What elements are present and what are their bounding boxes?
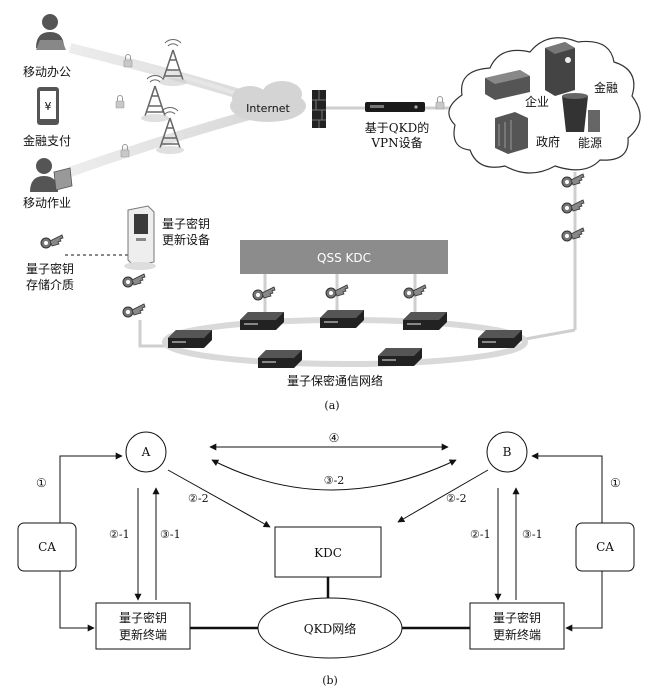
cloud-label-government: 政府 xyxy=(536,134,560,149)
quantum-key-icon xyxy=(561,227,585,242)
node-a xyxy=(125,431,167,473)
user-label: 移动办公 xyxy=(23,64,71,79)
server-icon xyxy=(168,330,212,348)
step-label-a-kdc: ②-2 xyxy=(188,492,209,505)
qss-kdc-label: QSS KDC xyxy=(317,251,371,265)
terminal-right-line2: 更新终端 xyxy=(493,627,541,642)
node-b-label: B xyxy=(503,445,512,459)
step-label-top: ④ xyxy=(329,431,340,445)
user-label: 金融支付 xyxy=(23,133,71,148)
arrow-ca-left-a xyxy=(59,452,123,523)
terminal-left-box xyxy=(95,602,191,650)
qss-kdc-bar xyxy=(240,240,448,274)
terminal-left-line2: 更新终端 xyxy=(119,627,167,642)
step-label-up-left: ③-1 xyxy=(160,528,181,541)
update-device-line1: 量子密钥 xyxy=(162,216,210,231)
server-icon xyxy=(320,310,364,328)
quantum-key-icon xyxy=(561,173,585,188)
firewall-icon xyxy=(312,90,326,128)
server-icon xyxy=(403,312,447,330)
step-label-down-right: ②-1 xyxy=(470,528,491,541)
update-device-line2: 更新设备 xyxy=(162,232,210,247)
panel-a: 移动办公 ¥ 金融支付 移动作业 量子密钥 存储介质 xyxy=(23,14,641,412)
user-mobile-work: 移动作业 xyxy=(23,158,73,210)
arrow-ca-left-terminal xyxy=(59,571,95,632)
quantum-key-icon xyxy=(122,303,146,318)
lock-icon xyxy=(123,54,133,68)
arrow-a-kdc xyxy=(167,469,271,528)
kdc-box xyxy=(274,526,382,578)
panel-b-caption: (b) xyxy=(322,674,338,687)
step-label-curve: ③-2 xyxy=(324,474,345,487)
panel-b: A B ④ ③-2 ②-2 ②-2 KDC ②-1 ③-1 ②-1 ③-1 CA… xyxy=(17,431,635,687)
kdc-label: KDC xyxy=(314,546,342,560)
building-icon xyxy=(545,42,575,96)
curve-arrow xyxy=(211,459,457,491)
lock-icon xyxy=(115,95,125,109)
server-icon xyxy=(240,312,284,330)
step-label-b-kdc: ②-2 xyxy=(446,492,467,505)
quantum-key-icon xyxy=(122,273,146,288)
person-clipboard-icon xyxy=(30,158,73,192)
ca-left-box xyxy=(17,522,77,572)
link-line xyxy=(138,320,170,348)
ca-right-box xyxy=(575,522,635,572)
ca-right-label: CA xyxy=(596,540,614,554)
person-laptop-icon xyxy=(36,14,66,50)
arrow-b-kdc xyxy=(397,469,489,523)
cell-tower-icon xyxy=(158,38,188,87)
enterprise-cloud: 企业 金融 政府 能源 xyxy=(448,37,641,174)
link-line xyxy=(519,328,576,342)
lock-icon xyxy=(120,144,130,158)
internet-label: Internet xyxy=(246,102,290,115)
cloud-label-energy: 能源 xyxy=(578,136,602,150)
terminal-right-box xyxy=(469,602,565,650)
vpn-label-line1: 基于QKD的 xyxy=(365,120,429,135)
power-plant-icon xyxy=(562,93,600,132)
qkd-network-label: QKD网络 xyxy=(304,621,356,636)
building-icon xyxy=(495,112,528,154)
user-financial-payment: ¥ 金融支付 xyxy=(23,87,71,148)
step-label-up-right: ③-1 xyxy=(522,528,543,541)
storage-label-line1: 量子密钥 xyxy=(26,261,74,276)
node-a-label: A xyxy=(141,445,151,459)
quantum-key-icon xyxy=(561,199,585,214)
vpn-label-line2: VPN设备 xyxy=(370,136,422,150)
panel-a-caption: (a) xyxy=(324,399,339,412)
server-icon xyxy=(478,330,522,348)
key-update-kiosk-icon xyxy=(124,205,156,270)
quantum-key-icon xyxy=(40,234,64,249)
terminal-left-line1: 量子密钥 xyxy=(119,610,167,625)
svg-text:¥: ¥ xyxy=(45,100,52,113)
terminal-right-line1: 量子密钥 xyxy=(493,610,541,625)
qkd-network-ellipse xyxy=(257,597,403,659)
server-icon xyxy=(258,350,302,368)
ca-left-label: CA xyxy=(38,540,56,554)
user-mobile-office: 移动办公 xyxy=(23,14,71,79)
user-label: 移动作业 xyxy=(23,196,71,210)
step-label-ca-left: ① xyxy=(36,476,47,490)
lock-icon xyxy=(435,96,445,110)
server-icon xyxy=(378,348,422,366)
step-label-ca-right: ① xyxy=(610,476,621,490)
arrow-ca-right-terminal xyxy=(565,571,603,632)
building-icon xyxy=(485,70,530,100)
smartphone-yen-icon: ¥ xyxy=(37,87,59,125)
cloud-label-finance: 金融 xyxy=(594,80,618,95)
storage-label-line2: 存储介质 xyxy=(26,277,74,292)
cloud-label-enterprise: 企业 xyxy=(525,94,549,109)
node-b xyxy=(486,431,528,473)
arrow-ca-right-b xyxy=(531,452,603,523)
network-label: 量子保密通信网络 xyxy=(287,373,383,388)
vpn-device-icon xyxy=(365,102,425,112)
internet-cloud-icon xyxy=(230,81,306,122)
step-label-down-left: ②-1 xyxy=(109,528,130,541)
